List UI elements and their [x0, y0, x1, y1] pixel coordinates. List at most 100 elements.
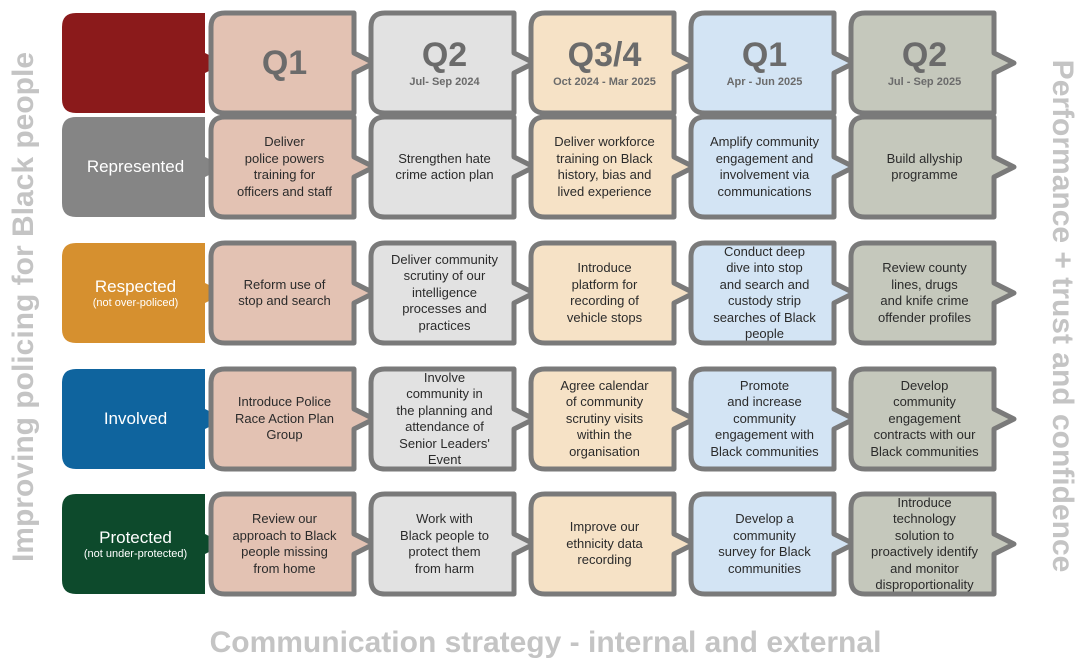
- action-text: Review our approach to Black people miss…: [232, 511, 337, 576]
- action-cell-respected-2-arrow: [368, 240, 537, 346]
- column-title: Q1: [741, 36, 788, 74]
- row-label-involved-arrow: [62, 369, 225, 469]
- action-cell-respected-2: Deliver community scrutiny of our intell…: [368, 240, 537, 346]
- action-cell-respected-1-shape: [208, 240, 377, 346]
- action-text: Amplify community engagement and involve…: [709, 134, 820, 199]
- action-cell-respected-4: Conduct deep dive into stop and search a…: [688, 240, 857, 346]
- action-cell-represented-4: Amplify community engagement and involve…: [688, 114, 857, 220]
- action-cell-respected-4-arrow: [688, 240, 857, 346]
- column-title: Q2: [421, 36, 468, 74]
- row-title: Involved: [103, 409, 168, 428]
- action-cell-protected-1: Review our approach to Black people miss…: [208, 491, 377, 597]
- row-subtitle: (not under-protected): [83, 547, 188, 560]
- action-cell-protected-3: Improve our ethnicity data recording: [528, 491, 697, 597]
- action-cell-involved-2-shape: [368, 366, 537, 472]
- row-label-text: Protected(not under-protected): [66, 494, 205, 594]
- action-cell-respected-4-shape: [688, 240, 857, 346]
- action-text: Work with Black people to protect them f…: [400, 511, 489, 576]
- action-cell-represented-5: Build allyship programme: [848, 114, 1017, 220]
- action-text: Introduce platform for recording of vehi…: [566, 260, 643, 325]
- action-cell-involved-1: Introduce Police Race Action Plan Group: [208, 366, 377, 472]
- action-cell-involved-2: Involve community in the planning and at…: [368, 366, 537, 472]
- action-text: Introduce Police Race Action Plan Group: [234, 394, 334, 443]
- action-text: Review county lines, drugs and knife cri…: [878, 260, 971, 325]
- action-cell-represented-4-arrow: [688, 114, 857, 220]
- row-label-represented-shape: [62, 117, 225, 217]
- column-subtitle: Apr - Jun 2025: [726, 76, 803, 88]
- action-cell-represented-3-arrow: [528, 114, 697, 220]
- action-cell-involved-3-shape: [528, 366, 697, 472]
- action-text: Reform use of stop and search: [238, 276, 331, 309]
- action-cell-involved-3-arrow: [528, 366, 697, 472]
- action-cell-protected-2-arrow: [368, 491, 537, 597]
- row-title: Represented: [86, 157, 185, 176]
- action-cell-represented-2-arrow: [368, 114, 537, 220]
- column-title: Q3/4: [567, 36, 642, 74]
- action-text: Deliver workforce training on Black hist…: [554, 134, 655, 199]
- action-cell-represented-1-arrow: [208, 114, 377, 220]
- row-title: Respected: [94, 276, 177, 296]
- corner-block: [62, 13, 225, 113]
- action-cell-represented-2: Strengthen hate crime action plan: [368, 114, 537, 220]
- action-cell-involved-3: Agree calendar of community scrutiny vis…: [528, 366, 697, 472]
- column-header-1-shape: [208, 10, 377, 116]
- action-cell-respected-3-shape: [528, 240, 697, 346]
- action-text: Deliver police powers training for offic…: [237, 134, 332, 199]
- action-cell-represented-1-shape: [208, 114, 377, 220]
- action-cell-respected-5-arrow: [848, 240, 1017, 346]
- column-subtitle: Jul - Sep 2025: [887, 76, 962, 88]
- row-label-text: Respected(not over-policed): [66, 243, 205, 343]
- action-cell-protected-4: Develop a community survey for Black com…: [688, 491, 857, 597]
- action-cell-respected-1: Reform use of stop and search: [208, 240, 377, 346]
- row-label-represented: Represented: [62, 117, 225, 217]
- column-header-4-shape: [688, 10, 857, 116]
- action-cell-protected-3-shape: [528, 491, 697, 597]
- action-cell-involved-2-arrow: [368, 366, 537, 472]
- action-cell-represented-3-shape: [528, 114, 697, 220]
- action-cell-respected-5: Review county lines, drugs and knife cri…: [848, 240, 1017, 346]
- row-label-involved-shape: [62, 369, 225, 469]
- action-cell-protected-2-shape: [368, 491, 537, 597]
- action-cell-respected-3: Introduce platform for recording of vehi…: [528, 240, 697, 346]
- action-cell-involved-4: Promote and increase community engagemen…: [688, 366, 857, 472]
- bottom-label: Communication strategy - internal and ex…: [209, 626, 882, 659]
- right-side-label: Performance + trust and confidence: [1046, 59, 1079, 573]
- action-text: Agree calendar of community scrutiny vis…: [560, 377, 649, 459]
- column-header-1: Q1: [208, 10, 377, 116]
- action-text: Introduce technology solution to proacti…: [871, 494, 978, 593]
- action-cell-represented-4-shape: [688, 114, 857, 220]
- action-cell-represented-1: Deliver police powers training for offic…: [208, 114, 377, 220]
- column-header-2-shape: [368, 10, 537, 116]
- action-cell-involved-1-arrow: [208, 366, 377, 472]
- action-cell-involved-1-shape: [208, 366, 377, 472]
- column-subtitle: Jul- Sep 2024: [409, 76, 480, 88]
- row-label-represented-arrow: [62, 117, 225, 217]
- action-cell-protected-5-shape: [848, 491, 1017, 597]
- action-cell-protected-2: Work with Black people to protect them f…: [368, 491, 537, 597]
- action-cell-represented-3: Deliver workforce training on Black hist…: [528, 114, 697, 220]
- column-header-5-arrow: [848, 10, 1017, 116]
- action-cell-respected-2-shape: [368, 240, 537, 346]
- row-label-protected-arrow: [62, 494, 225, 594]
- action-cell-protected-1-arrow: [208, 491, 377, 597]
- action-text: Promote and increase community engagemen…: [710, 377, 819, 459]
- row-label-respected: Respected(not over-policed): [62, 243, 225, 343]
- row-label-protected-shape: [62, 494, 225, 594]
- action-cell-protected-4-arrow: [688, 491, 857, 597]
- action-text: Build allyship programme: [886, 150, 963, 183]
- column-subtitle: Oct 2024 - Mar 2025: [553, 76, 656, 88]
- action-cell-represented-5-shape: [848, 114, 1017, 220]
- column-header-2-arrow: [368, 10, 537, 116]
- row-label-protected: Protected(not under-protected): [62, 494, 225, 594]
- row-label-involved: Involved: [62, 369, 225, 469]
- action-cell-involved-4-shape: [688, 366, 857, 472]
- action-cell-respected-3-arrow: [528, 240, 697, 346]
